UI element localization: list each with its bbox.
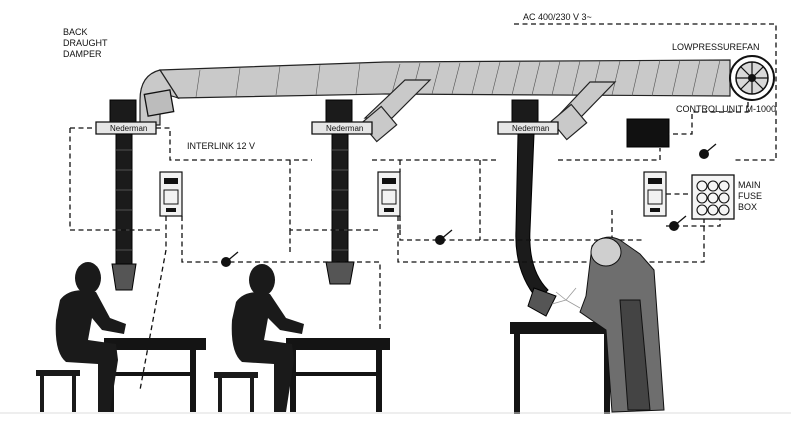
damper-label-line2: DRAUGHT (63, 38, 108, 48)
workbench-3 (510, 322, 622, 414)
fuse-label-line3: BOX (738, 202, 757, 212)
damper-label-line3: DAMPER (63, 49, 102, 59)
back-draught-damper (143, 89, 175, 117)
interlink-panel-2 (377, 171, 401, 217)
svg-text:Nederman: Nederman (326, 124, 363, 133)
workbench-2 (286, 338, 390, 412)
svg-text:Nederman: Nederman (110, 124, 147, 133)
wiring (69, 23, 777, 391)
damper-label-line1: BACK (63, 27, 88, 37)
fuse-label-line1: MAIN (738, 180, 761, 190)
extraction-arm-2: Nederman (311, 99, 373, 285)
interlink-panel-1 (159, 171, 183, 217)
control-unit-label: CONTROL UNIT M-1000 (676, 104, 776, 114)
supply-label: AC 400/230 V 3~ (523, 12, 592, 22)
fan-label: LOWPRESSUREFAN (672, 42, 760, 52)
switch-icons (221, 143, 717, 267)
welder-seated-2 (214, 264, 304, 412)
fan-icon (729, 55, 775, 101)
extraction-arm-1: Nederman (95, 99, 157, 291)
main-fuse-box (691, 174, 735, 220)
workbench-1 (104, 338, 206, 412)
control-unit (626, 118, 670, 148)
extraction-arm-3: Nederman (497, 99, 559, 317)
welder-seated-1 (36, 262, 126, 412)
svg-text:Nederman: Nederman (512, 124, 549, 133)
interlink-panel-3 (643, 171, 667, 217)
interlink-label: INTERLINK 12 V (187, 141, 255, 151)
fuse-label-line2: FUSE (738, 191, 762, 201)
welder-standing (551, 236, 665, 413)
